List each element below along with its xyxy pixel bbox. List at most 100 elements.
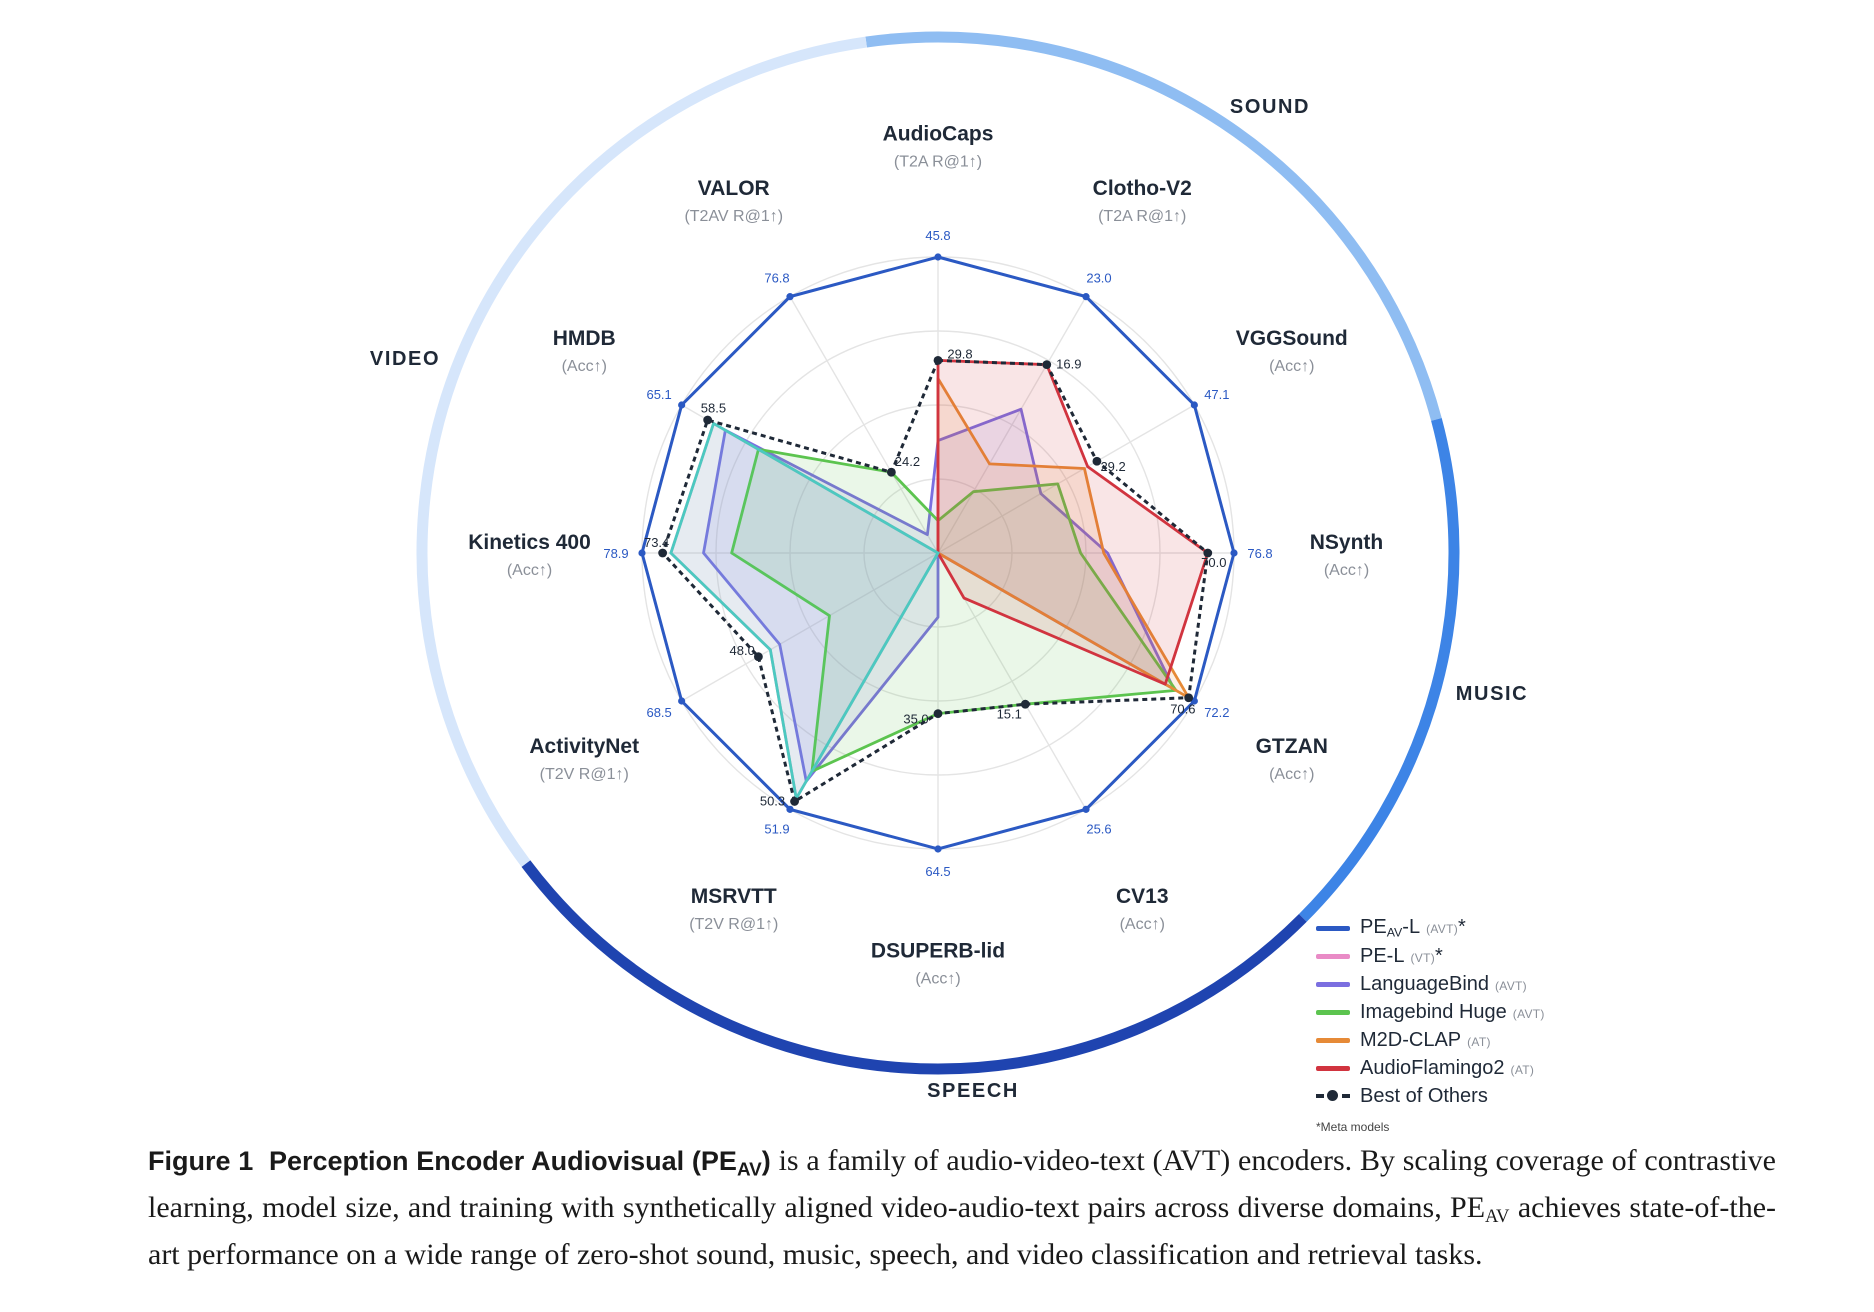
axis-name-7: MSRVTT [691, 885, 777, 908]
legend-item: M2D-CLAP(AT) [1316, 1026, 1545, 1054]
caption-title-sub: AV [736, 1159, 762, 1181]
axis-name-0: AudioCaps [883, 123, 994, 146]
best-value-label: 70.0 [1201, 555, 1226, 570]
best-value-label: 16.9 [1056, 356, 1081, 371]
sound-arc [865, 31, 1442, 421]
caption-text-2: achieves state-of-the-art performance on… [148, 1191, 1777, 1272]
pe-av-point [638, 549, 646, 557]
axis-name-5: CV13 [1116, 885, 1169, 908]
legend-swatch [1316, 925, 1350, 931]
best-value-label: 73.4 [644, 535, 669, 550]
best-of-others-point [790, 797, 799, 806]
caption-label: Figure 1 [148, 1146, 254, 1176]
best-value-label: 70.6 [1170, 701, 1195, 716]
radar-series [638, 253, 1238, 853]
legend-item: Imagebind Huge(AVT) [1316, 998, 1545, 1026]
axis-metric-0: (T2A R@1↑) [894, 154, 982, 171]
music-arc [1298, 418, 1460, 922]
caption-title: Perception Encoder Audiovisual (PEAV) [268, 1146, 771, 1180]
legend-label: PEAV-L(AVT)* [1360, 916, 1466, 940]
best-of-others-point [1020, 699, 1030, 709]
max-value-label: 51.9 [764, 821, 789, 836]
speech-arc [521, 860, 1307, 1075]
axis-metric-9: (Acc↑) [507, 562, 552, 579]
pe-av-point [1230, 549, 1238, 557]
caption-title-prefix: Perception Encoder Audiovisual (PE [268, 1146, 737, 1176]
best-of-others-point [1203, 548, 1213, 558]
radar-chart: AudioCaps(T2A R@1↑)Clotho-V2(T2A R@1↑)VG… [370, 31, 1528, 1102]
legend-label: PE-L(VT)* [1360, 944, 1443, 967]
value-labels: 45.829.823.016.947.129.276.870.072.270.6… [603, 228, 1272, 879]
grid-spoke [937, 404, 1195, 554]
legend-footnote: *Meta models [1316, 1120, 1390, 1134]
max-value-label: 64.5 [925, 864, 950, 879]
axis-name-2: VGGSound [1236, 327, 1348, 350]
axis-name-1: Clotho-V2 [1093, 177, 1192, 200]
axis-metric-4: (Acc↑) [1269, 766, 1314, 783]
legend-swatch [1316, 1065, 1350, 1071]
group-label-video: VIDEO [370, 348, 440, 370]
axis-name-10: HMDB [553, 327, 616, 350]
best-of-others-point [1184, 693, 1194, 703]
best-of-others-point [933, 709, 943, 719]
pe-av-point [934, 253, 942, 261]
best-of-others-point [886, 467, 896, 477]
best-value-label: 29.2 [1100, 459, 1125, 474]
best-of-others-point [658, 548, 668, 558]
axis-metric-5: (Acc↑) [1120, 916, 1165, 933]
legend-item: LanguageBind(AVT) [1316, 970, 1545, 998]
caption-text-sub: AV [1485, 1206, 1510, 1228]
axis-metric-11: (T2AV R@1↑) [684, 208, 783, 225]
axis-name-4: GTZAN [1256, 735, 1328, 758]
max-value-label: 76.8 [1247, 546, 1272, 561]
pe-av-point [1082, 805, 1090, 813]
max-value-label: 72.2 [1204, 705, 1229, 720]
best-of-others-point [1042, 360, 1052, 370]
caption-text-1: is a family of audio-video-text (AVT) en… [148, 1144, 1776, 1225]
legend-item: PEAV-L(AVT)* [1316, 914, 1545, 942]
pe-av-point [786, 805, 794, 813]
max-value-label: 68.5 [646, 705, 671, 720]
legend-item: Best of Others [1316, 1082, 1545, 1110]
legend-label: AudioFlamingo2(AT) [1360, 1056, 1535, 1079]
axis-metric-7: (T2V R@1↑) [689, 916, 778, 933]
legend-swatch [1316, 981, 1350, 987]
series-area-audioflamingo2 [936, 359, 1210, 686]
pe-av-point [934, 845, 942, 853]
axis-metric-6: (Acc↑) [915, 970, 960, 987]
max-value-label: 25.6 [1086, 821, 1111, 836]
figure-caption: Figure 1 Perception Encoder Audiovisual … [148, 1142, 1776, 1274]
legend-label: Best of Others [1360, 1084, 1488, 1107]
grid-spoke [789, 296, 939, 554]
best-of-others-point [933, 356, 943, 365]
axis-name-11: VALOR [698, 177, 770, 200]
pe-av-point [678, 401, 686, 409]
group-label-sound: SOUND [1230, 96, 1310, 118]
best-value-label: 35.0 [903, 712, 928, 727]
legend-label: M2D-CLAP(AT) [1360, 1028, 1491, 1051]
legend-swatch [1316, 1037, 1350, 1043]
max-value-label: 65.1 [646, 387, 671, 402]
legend-swatch [1316, 1009, 1350, 1015]
best-value-label: 48.0 [730, 643, 755, 658]
max-value-label: 76.8 [764, 271, 789, 286]
max-value-label: 47.1 [1204, 387, 1229, 402]
pe-av-point [1190, 401, 1198, 409]
legend-label: LanguageBind(AVT) [1360, 972, 1527, 995]
grid-spoke [937, 296, 1087, 554]
axis-name-8: ActivityNet [529, 735, 639, 758]
axis-metric-2: (Acc↑) [1269, 358, 1314, 375]
best-of-others-point [753, 652, 763, 662]
legend-item: AudioFlamingo2(AT) [1316, 1054, 1545, 1082]
series-area-pe-l-overlay [669, 421, 940, 803]
pe-av-point [678, 697, 686, 705]
axis-metric-8: (T2V R@1↑) [540, 766, 629, 783]
best-of-others-point [1092, 456, 1102, 466]
group-label-music: MUSIC [1456, 683, 1528, 705]
best-value-label: 15.1 [997, 706, 1022, 721]
axis-name-6: DSUPERB-lid [871, 939, 1005, 962]
axis-name-3: NSynth [1310, 531, 1384, 554]
max-value-label: 78.9 [603, 546, 628, 561]
max-value-label: 45.8 [925, 228, 950, 243]
